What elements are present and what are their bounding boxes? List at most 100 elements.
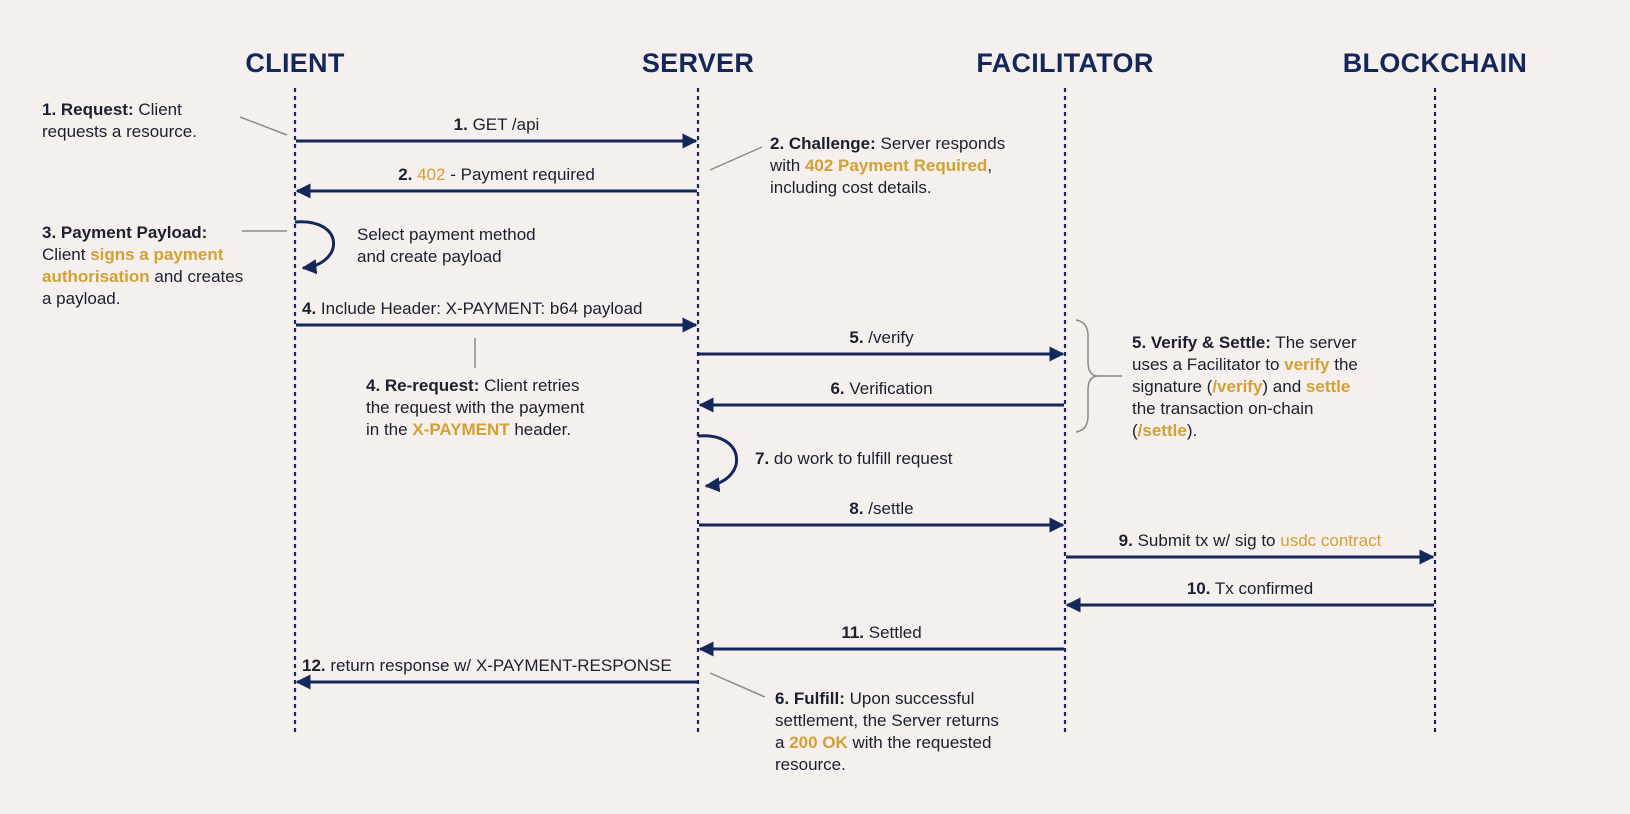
note-n4-line: in the X-PAYMENT header. xyxy=(366,419,584,441)
note-n2-segment: Server responds xyxy=(875,134,1006,153)
self-call-label-s3-line: and create payload xyxy=(357,246,536,268)
note-n3: 3. Payment Payload:Client signs a paymen… xyxy=(42,222,243,310)
self-call-label-s3-segment: and create payload xyxy=(357,247,502,266)
note-n5-line: uses a Facilitator to verify the xyxy=(1132,354,1358,376)
message-label-segment: Verification xyxy=(844,379,933,398)
note-n5-segment: ( xyxy=(1132,421,1138,440)
message-label-segment: 8. xyxy=(849,499,864,518)
message-label-m11: 11. Settled xyxy=(841,622,921,644)
note-n5-line: (/settle). xyxy=(1132,420,1358,442)
note-n5-segment: ). xyxy=(1186,421,1198,440)
message-label-m9: 9. Submit tx w/ sig to usdc contract xyxy=(1119,530,1382,552)
note-n2-segment: including cost details. xyxy=(770,178,932,197)
note-1-connector xyxy=(239,116,288,136)
note-n4-segment: Client retries xyxy=(479,376,580,395)
message-label-m12: 12. return response w/ X-PAYMENT-RESPONS… xyxy=(302,655,672,677)
message-label-segment: /verify xyxy=(863,328,914,347)
note-n3-segment: authorisation xyxy=(42,267,150,286)
note-n5-segment: ) and xyxy=(1262,377,1306,396)
note-n5-segment: /settle xyxy=(1137,421,1187,440)
note-n1-line: requests a resource. xyxy=(42,121,197,143)
message-label-segment: 4. xyxy=(302,299,317,318)
note-n4-line: 4. Re-request: Client retries xyxy=(366,375,584,397)
note-n5-segment: The server xyxy=(1270,333,1357,352)
note-n2-segment: 402 Payment Required xyxy=(804,156,988,175)
note-n6-segment: 200 OK xyxy=(789,733,848,752)
message-label-m4: 4. Include Header: X-PAYMENT: b64 payloa… xyxy=(302,298,643,320)
note-5-brace xyxy=(1075,319,1099,433)
self-call-label-s3-line: Select payment method xyxy=(357,224,536,246)
message-label-segment: 1. xyxy=(453,115,468,134)
message-label-segment: 9. xyxy=(1118,531,1133,550)
note-n1-segment: 1. Request: xyxy=(42,100,134,119)
message-label-segment: Include Header: X-PAYMENT: b64 payload xyxy=(316,299,643,318)
note-n3-segment: Client xyxy=(42,245,91,264)
note-n5-segment: the transaction on-chain xyxy=(1132,399,1314,418)
note-n5-line: the transaction on-chain xyxy=(1132,398,1358,420)
message-label-segment: Tx confirmed xyxy=(1210,579,1314,598)
message-label-m10: 10. Tx confirmed xyxy=(1187,578,1313,600)
self-call-label-s3-segment: Select payment method xyxy=(357,225,536,244)
note-n3-line: authorisation and creates xyxy=(42,266,243,288)
note-n5-segment: the xyxy=(1329,355,1358,374)
note-n1-segment: Client xyxy=(133,100,182,119)
note-n2-line: with 402 Payment Required, xyxy=(770,155,1005,177)
note-n1-segment: requests a resource. xyxy=(42,122,197,141)
self-call-arrow-s3 xyxy=(294,220,335,275)
message-label-segment: /settle xyxy=(863,499,914,518)
note-n6-segment: Upon successful xyxy=(844,689,975,708)
message-label-segment: 12. xyxy=(302,656,326,675)
note-n4-line: the request with the payment xyxy=(366,397,584,419)
note-n6-segment: with the requested xyxy=(847,733,992,752)
note-n5-segment: uses a Facilitator to xyxy=(1132,355,1285,374)
message-label-segment: Submit tx w/ sig to xyxy=(1132,531,1281,550)
note-n5-segment: 5. Verify & Settle: xyxy=(1132,333,1271,352)
actor-facilitator: FACILITATOR xyxy=(976,48,1154,78)
note-n5-segment: signature ( xyxy=(1132,377,1213,396)
note-n6-line: resource. xyxy=(775,754,999,776)
message-label-segment: usdc contract xyxy=(1280,531,1382,550)
note-n5-line: signature (/verify) and settle xyxy=(1132,376,1358,398)
message-label-m6: 6. Verification xyxy=(830,378,932,400)
note-n5-line: 5. Verify & Settle: The server xyxy=(1132,332,1358,354)
note-n6-line: a 200 OK with the requested xyxy=(775,732,999,754)
note-n4-segment: X-PAYMENT xyxy=(412,420,510,439)
note-n6-segment: 6. Fulfill: xyxy=(775,689,845,708)
note-n3-line: 3. Payment Payload: xyxy=(42,222,243,244)
message-label-segment: 402 xyxy=(417,165,446,184)
note-n5-segment: settle xyxy=(1305,377,1351,396)
note-n4-segment: 4. Re-request: xyxy=(366,376,480,395)
note-n6-line: settlement, the Server returns xyxy=(775,710,999,732)
self-call-label-s7-segment: do work to fulfill request xyxy=(769,449,953,468)
note-n6-segment: a xyxy=(775,733,790,752)
note-n3-line: a payload. xyxy=(42,288,243,310)
note-n2-line: including cost details. xyxy=(770,177,1005,199)
note-n2-segment: with xyxy=(770,156,805,175)
note-n3-segment: and creates xyxy=(149,267,244,286)
note-2-connector xyxy=(709,146,763,171)
note-n4-segment: in the xyxy=(366,420,413,439)
note-n1-line: 1. Request: Client xyxy=(42,99,197,121)
actor-server: SERVER xyxy=(641,48,755,78)
self-call-arrow-s7 xyxy=(697,434,738,493)
message-label-segment: 2. xyxy=(398,165,418,184)
self-call-label-s7-segment: 7. xyxy=(755,449,770,468)
note-n6-segment: settlement, the Server returns xyxy=(775,711,999,730)
note-n2-segment: 2. Challenge: xyxy=(770,134,876,153)
self-call-label-s3: Select payment method and create payload xyxy=(357,224,536,268)
note-n3-segment: signs a payment xyxy=(90,245,224,264)
note-n5-segment: verify xyxy=(1284,355,1330,374)
note-n3-segment: a payload. xyxy=(42,289,121,308)
message-label-segment: 10. xyxy=(1186,579,1211,598)
actor-client: CLIENT xyxy=(245,48,345,78)
note-n2-line: 2. Challenge: Server responds xyxy=(770,133,1005,155)
note-n6-line: 6. Fulfill: Upon successful xyxy=(775,688,999,710)
actor-blockchain: BLOCKCHAIN xyxy=(1342,48,1528,78)
message-label-m5: 5. /verify xyxy=(849,327,913,349)
message-label-segment: GET /api xyxy=(467,115,540,134)
